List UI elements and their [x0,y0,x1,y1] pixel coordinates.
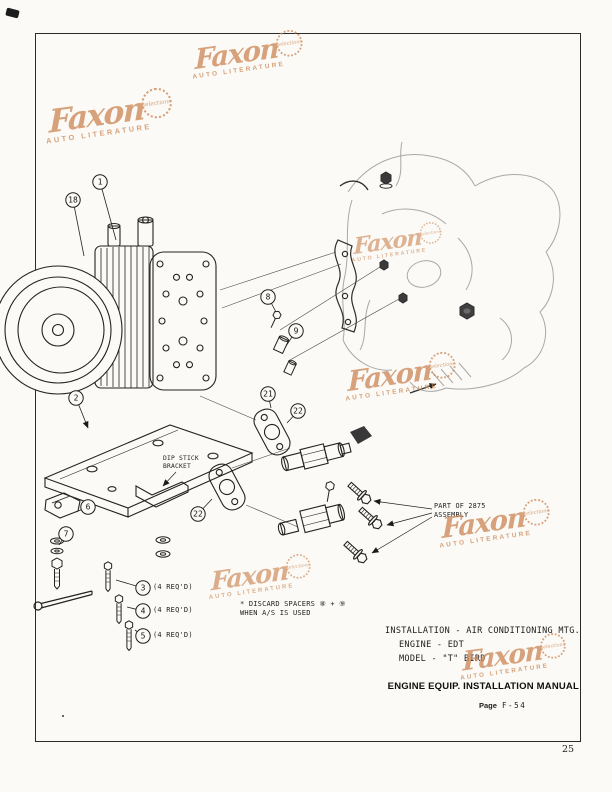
alignment-lines [199,251,400,528]
callout-3: 3 [115,579,151,596]
callout-4: 4 [126,603,151,619]
svg-text:9: 9 [294,327,299,336]
dip-stick-bracket-label: DIP STICK BRACKET [163,455,199,471]
spacer-nut-icon [398,292,408,304]
page-value: F-54 [501,701,527,710]
manual-title: ENGINE EQUIP. INSTALLATION MANUAL [387,681,579,692]
callout-8: 8 [260,289,277,313]
elbow-fitting [350,426,372,444]
compressor-face-bolts [158,273,208,369]
page-reference: Page F-54 [479,701,526,710]
svg-text:6: 6 [86,503,91,512]
req-label-3: (4 REQ'D) [153,631,193,639]
mounting-plate [43,424,254,518]
valve-bolt [325,480,335,502]
bolt-b [114,594,124,625]
discard-spacers-note: * DISCARD SPACERS ⑧ + ⑨ WHEN A/S IS USED [240,600,346,618]
dip-stick-bracket [135,471,189,508]
callout-22: 22 [286,403,306,424]
svg-text:18: 18 [68,196,78,205]
drain-plug [459,302,475,320]
svg-text:21: 21 [263,390,273,399]
engine-mount-bracket [334,239,357,333]
svg-text:4: 4 [141,607,146,616]
spacer-parts [270,310,297,376]
callout-5: 5 [134,628,151,644]
engine-block-sketch [342,141,561,392]
svg-text:5: 5 [141,632,146,641]
bolt-a [103,561,113,593]
valve-assembly-upper [281,442,352,472]
part-of-assembly-label: PART OF 2875 ASSEMBLY [434,502,486,519]
washers-left [50,537,64,555]
compressor-pulley [0,265,123,395]
scan-dot-artifact [62,715,64,717]
title-block: INSTALLATION - AIR CONDITIONING MTG. ENG… [385,624,580,666]
compressor-fittings [107,216,154,247]
svg-text:1: 1 [98,178,103,187]
gasket-lower [208,463,246,511]
svg-text:2: 2 [74,394,79,403]
title-line-installation: INSTALLATION - AIR CONDITIONING MTG. [385,626,581,636]
svg-text:22: 22 [193,510,203,519]
bolt-c [124,620,134,652]
callout-9: 9 [285,323,304,347]
spacer-nut-icon [379,259,389,271]
gasket-upper [253,408,291,456]
svg-text:3: 3 [141,584,146,593]
req-label-2: (4 REQ'D) [153,606,193,614]
page-label: Page [479,701,497,710]
callout-21: 21 [260,386,276,409]
svg-text:7: 7 [64,530,69,539]
req-label-1: (4 REQ'D) [153,583,193,591]
washers-center [155,536,171,558]
svg-text:22: 22 [293,407,303,416]
valve-assembly-lower [277,503,346,536]
callout-1: 1 [92,174,117,241]
svg-text:8: 8 [266,293,271,302]
page-number: 25 [562,744,575,755]
title-line-engine: ENGINE - EDT [399,640,465,650]
title-line-model: MODEL - "T" BIRD [399,654,486,664]
callout-7: 7 [58,526,74,546]
callout-18: 18 [65,192,85,257]
callout-22: 22 [190,498,213,522]
mounting-screws [343,481,433,564]
engine-hardware [339,171,475,394]
dipstick-rod [33,590,93,611]
callout-6: 6 [75,499,96,515]
bolt-left [51,557,63,590]
callout-2: 2 [68,390,89,429]
